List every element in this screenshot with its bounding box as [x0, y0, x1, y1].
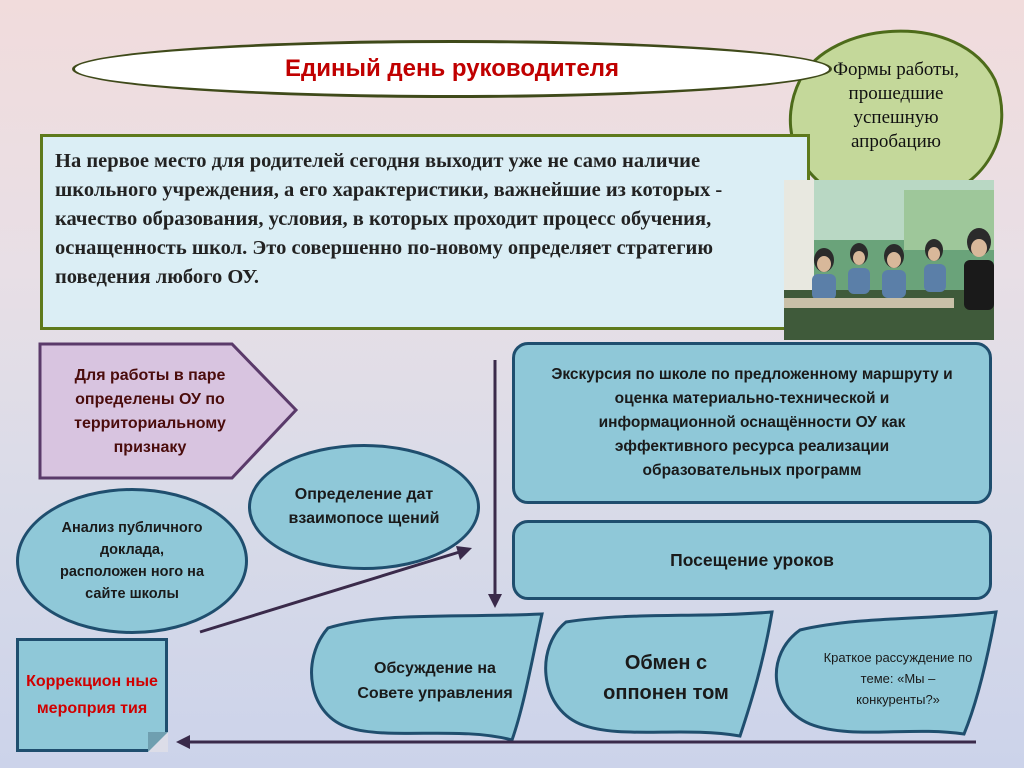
- analysis-node: Анализ публичного доклада, расположен но…: [16, 488, 248, 634]
- page-title: Единый день руководителя: [284, 55, 620, 82]
- vertical-arrowhead: [488, 594, 502, 608]
- discussion-node-text: Обсуждение на Совете управления: [357, 660, 513, 702]
- classroom-photo: [784, 180, 994, 340]
- classroom-photo-drawing: [784, 180, 994, 340]
- bubble-text: Формы работы, прошедшие успешную апробац…: [833, 59, 959, 152]
- exchange-wave: [544, 610, 774, 738]
- reasoning-wave: [775, 610, 998, 736]
- excursion-node: Экскурсия по школе по предложенному марш…: [512, 342, 992, 504]
- diagonal-arrow: [199, 548, 467, 634]
- discussion-wave: [310, 612, 544, 742]
- reasoning-node-text: Краткое рассуждение по теме: «Мы – конку…: [823, 649, 973, 707]
- exchange-node-text: Обмен с оппонен том: [603, 652, 729, 704]
- correction-node: Коррекцион ные мероприя тия: [16, 638, 168, 752]
- pair-node-text: Для работы в паре определены ОУ по терри…: [74, 367, 226, 456]
- dates-node: Определение дат взаимопосе щений: [248, 444, 480, 570]
- pair-pentagon: [38, 342, 299, 480]
- lessons-node: Посещение уроков: [512, 520, 992, 600]
- diagonal-arrowhead: [456, 546, 472, 560]
- bottom-arrowhead: [176, 735, 190, 749]
- title-band: Единый день руководителя: [72, 40, 832, 98]
- arrows: [186, 360, 976, 744]
- intro-text: На первое место для родителей сегодня вы…: [40, 134, 810, 330]
